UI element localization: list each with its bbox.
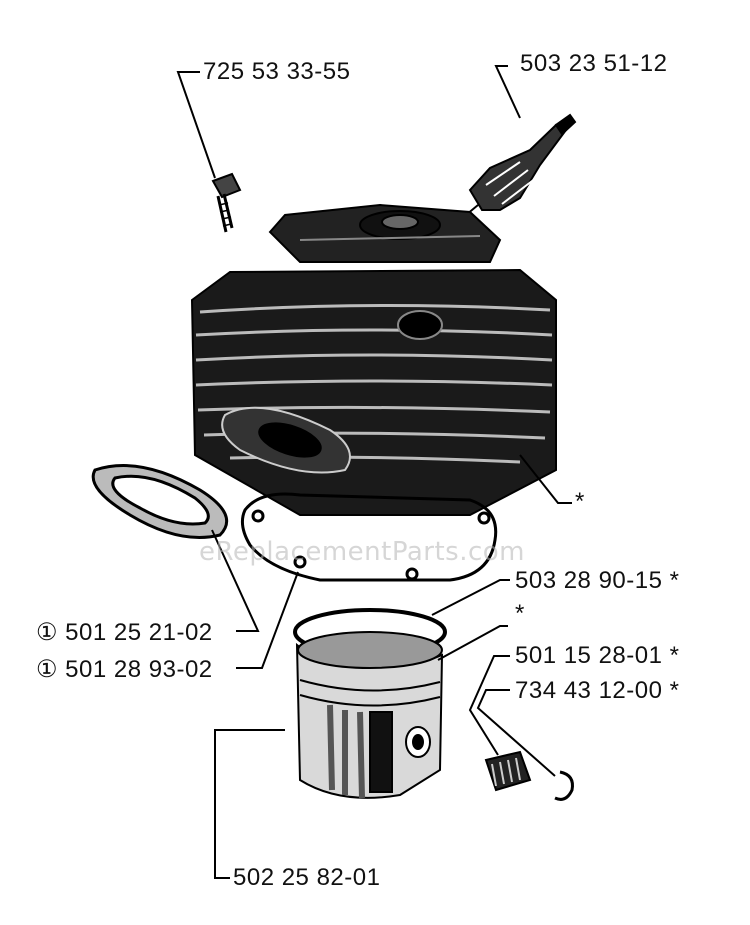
spark-plug-drawing [459,113,577,221]
callout-cylinder: * [575,488,585,515]
callout-circlip: 734 43 12-00 * [515,677,680,704]
watermark: eReplacementParts.com [199,537,526,567]
circlip-drawing [554,770,574,801]
callout-exhaust-gasket: ① 501 25 21-02 [36,619,213,646]
callout-piston-ring: 503 28 90-15 * [515,567,680,594]
piston-drawing [295,631,444,799]
callout-piston-kit: 502 25 82-01 [233,864,381,891]
exhaust-gasket-drawing [91,464,229,539]
callout-needle-bearing: 501 15 28-01 * [515,642,680,669]
cylinder-gasket-drawing [240,492,498,582]
cylinder-drawing [190,203,557,516]
leader-lines [176,65,572,879]
callout-piston-star: * [515,600,525,627]
needle-bearing-drawing [484,750,532,792]
callout-spark-plug: 503 23 51-12 [520,50,668,77]
callout-bolt: 725 53 33-55 [203,58,351,85]
callout-cylinder-gasket: ① 501 28 93-02 [36,656,213,683]
bolt-drawing [211,172,242,233]
